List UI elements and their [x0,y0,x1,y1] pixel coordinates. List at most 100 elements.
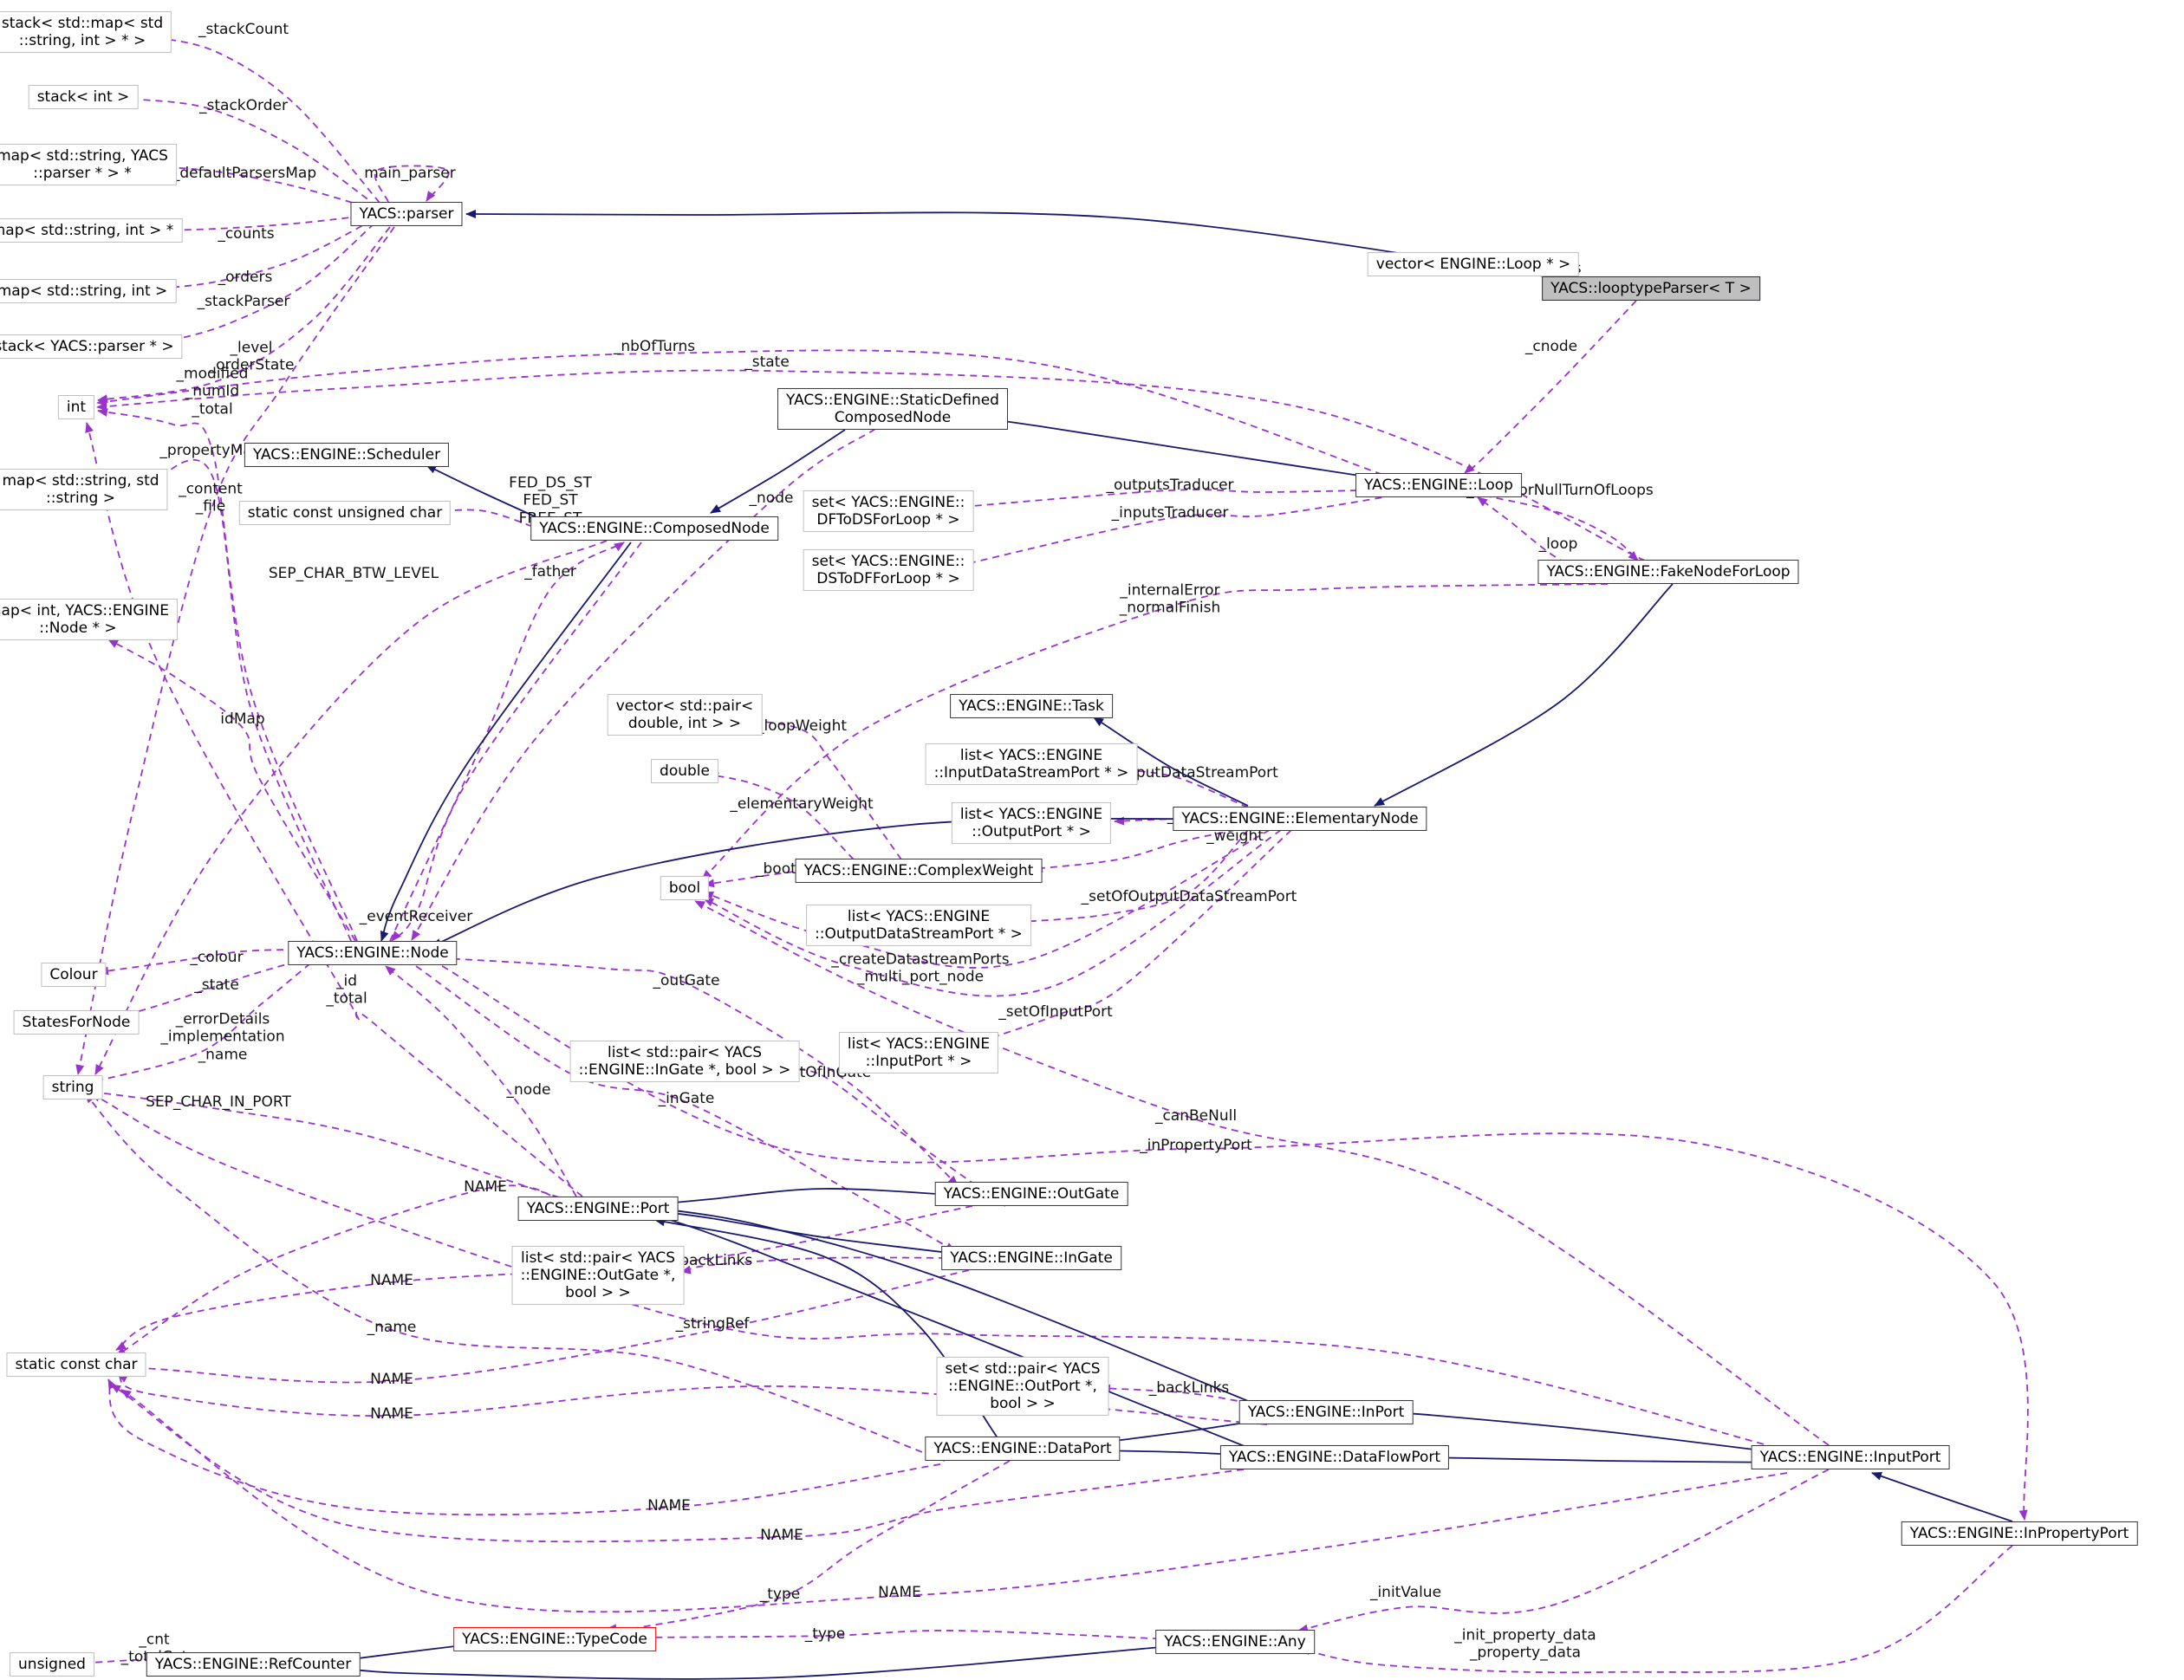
class-box-parser[interactable]: YACS::parser [350,201,463,227]
class-box-map-parser: map< std::string, YACS ::parser * > * [0,143,177,186]
edge-node-to-composednode [389,542,625,942]
class-box-outgate[interactable]: YACS::ENGINE::OutGate [934,1181,1128,1207]
class-box-task[interactable]: YACS::ENGINE::Task [950,693,1113,719]
edge-label-type-58: _type [804,1625,846,1643]
edge-label-inpropertyport-45: _inPropertyPort [1140,1136,1252,1154]
class-box-set-dstodf: set< YACS::ENGINE:: DSToDFForLoop * > [803,548,974,592]
class-box-fakenode[interactable]: YACS::ENGINE::FakeNodeForLoop [1537,559,1799,585]
edge-label-stringref-52: _stringRef [675,1314,750,1333]
class-box-any[interactable]: YACS::ENGINE::Any [1155,1629,1315,1655]
class-box-elementarynode[interactable]: YACS::ENGINE::ElementaryNode [1173,806,1427,832]
edge-inputport-to-static-const-char [120,1389,1788,1613]
edge-label-initvalue-59: _initValue [1369,1583,1442,1601]
edge-label-orders-5: _orders [218,268,273,286]
edge-label-backlinks-51: _backLinks [672,1251,753,1269]
edge-label-type-57: _type [759,1585,801,1603]
class-box-refcounter[interactable]: YACS::ENGINE::RefCounter [146,1651,361,1677]
edge-label-outputstraducer-19: _outputsTraducer [1106,476,1234,494]
class-box-dataflowport[interactable]: YACS::ENGINE::DataFlowPort [1219,1444,1450,1470]
edge-label-stackcount-0: _stackCount [198,20,289,38]
edge-label-name-48: _name [367,1318,417,1336]
edge-ingate-to-port [655,1208,965,1255]
class-box-static-const-uchar: static const unsigned char [238,500,452,526]
edge-label-init-property-data-property-data-60: _init_property_data _property_data [1454,1626,1596,1662]
class-box-map-str-int: map< std::string, int > [0,278,177,304]
class-box-colour: Colour [41,962,107,988]
edge-label-idmap-24: idMap [220,710,265,728]
edge-complexweight-to-vector-pair [738,716,902,860]
edge-outgate-to-list-pair-ingate [783,1066,1006,1207]
edge-label-nbofturns-8: _nbOfTurns [613,337,696,355]
edge-fakenode-to-bool [701,583,1609,880]
edge-elementarynode-to-bool [703,829,1271,969]
edge-inputport-to-inport [1386,1408,1790,1455]
edge-dataflowport-to-port [653,1213,1256,1451]
class-box-inport[interactable]: YACS::ENGINE::InPort [1238,1399,1414,1425]
class-box-double: double [651,758,718,784]
class-box-complexweight[interactable]: YACS::ENGINE::ComplexWeight [795,858,1043,884]
class-box-node[interactable]: YACS::ENGINE::Node [288,940,458,966]
edge-fakenode-to-elementarynode [1374,583,1674,807]
edge-node-to-colour [98,949,309,976]
class-box-int: int [57,394,95,420]
edge-elementarynode-to-list-inport [972,829,1292,1046]
edge-elementarynode-to-bool [703,829,1282,997]
edge-node-to-ingate [415,965,956,1252]
class-box-loop[interactable]: YACS::ENGINE::Loop [1355,472,1522,498]
edge-staticdefined-to-composednode [710,429,846,514]
edge-inputport-to-any [1297,1469,1830,1633]
class-box-stack-int: stack< int > [28,84,139,110]
edge-fakenode-to-int [96,369,1646,561]
edge-label-name-47: NAME [370,1271,413,1289]
edge-label-loop-22: _loop [1538,535,1578,553]
edge-parser-to-stack-map [148,34,380,204]
class-box-bool: bool [660,875,710,901]
class-box-inpropertyport[interactable]: YACS::ENGINE::InPropertyPort [1901,1521,2138,1547]
edge-parser-to-map-parser [152,162,376,211]
class-box-staticdefined[interactable]: YACS::ENGINE::StaticDefined ComposedNode [777,387,1008,431]
class-box-scheduler[interactable]: YACS::ENGINE::Scheduler [244,442,450,468]
edge-label-name-55: NAME [760,1526,803,1544]
edge-label-name-50: NAME [370,1404,413,1423]
class-box-looptypeparser[interactable]: YACS::looptypeParser< T > [1542,276,1760,302]
class-box-list-odsp: list< YACS::ENGINE ::OutputDataStreamPor… [806,904,1031,947]
class-box-stack-yacs-parser: stack< YACS::parser * > [0,334,183,360]
edge-inpropertyport-to-inputport [1871,1471,2013,1522]
class-box-vector-loop: vector< ENGINE::Loop * > [1367,251,1580,277]
edge-looptypeparser-to-loop [1464,300,1637,474]
edge-composednode-to-string [94,540,608,1075]
edge-label-ingate-43: _inGate [658,1089,715,1107]
edge-label-weight-31: _weight [1206,827,1264,845]
edge-label-colour-35: _colour [190,948,244,966]
edge-loop-to-staticdefined [977,414,1394,482]
edge-node-to-int [97,408,358,942]
edge-label-content-file-12: _content _file [179,480,243,516]
class-box-composednode[interactable]: YACS::ENGINE::ComposedNode [530,516,778,542]
class-box-list-inport: list< YACS::ENGINE ::InputPort * > [838,1031,999,1074]
edge-elementarynode-to-list-idsp [1120,765,1249,808]
edge-parser-to-parser [374,165,450,203]
edge-node-to-outgate [428,957,959,1186]
class-box-port[interactable]: YACS::ENGINE::Port [517,1196,679,1222]
class-box-unsigned: unsigned [10,1651,94,1677]
edge-node-to-map-str-str [140,458,352,942]
class-box-string: string [42,1074,103,1100]
class-box-set-pair-outport: set< std::pair< YACS ::ENGINE::OutPort *… [936,1356,1109,1417]
edge-complexweight-to-double [708,772,855,860]
class-box-dataport[interactable]: YACS::ENGINE::DataPort [925,1436,1121,1462]
edge-node-to-inpropertyport [431,959,2029,1521]
edge-dataport-to-string [84,1093,946,1462]
edge-label-stackorder-1: _stackOrder [199,96,288,114]
edge-ingate-to-static-const-char [117,1269,970,1384]
edge-parser-to-stack-yacs-parser [159,223,375,345]
edge-node-to-map-int-node [107,639,356,942]
class-box-map-int-node: map< int, YACS::ENGINE ::Node * > [0,598,179,641]
edge-parser-to-string [75,226,395,1075]
class-box-ingate[interactable]: YACS::ENGINE::InGate [941,1245,1121,1271]
class-box-inputport[interactable]: YACS::ENGINE::InputPort [1751,1444,1950,1470]
class-box-typecode[interactable]: YACS::ENGINE::TypeCode [453,1626,656,1652]
class-box-vector-pair: vector< std::pair< double, int > > [607,693,763,736]
edge-label-state-9: _state [744,353,790,371]
edge-label-inputstraducer-20: _inputsTraducer [1111,503,1229,522]
